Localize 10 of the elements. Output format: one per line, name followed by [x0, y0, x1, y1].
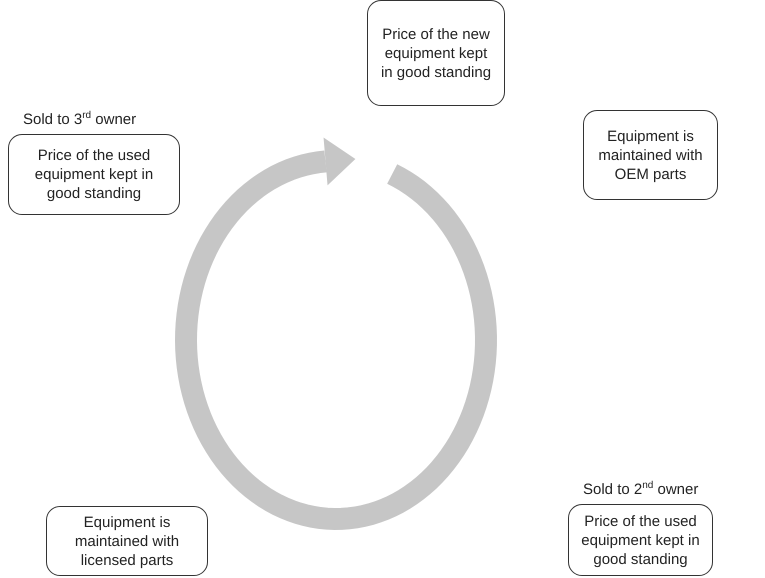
rounded-box: [583, 110, 718, 200]
rounded-box: [46, 506, 208, 576]
box-text: Equipment is maintained with OEM parts: [597, 126, 704, 184]
owner-heading: Sold to 3$^{rd}$ owner: [23, 111, 136, 128]
box-text: Price of the new equipment kept in good standing: [380, 24, 492, 82]
box-text: Price of the used equipment kept in good standing: [34, 146, 154, 203]
box-text: Equipment is maintained with licensed parts: [74, 512, 180, 570]
box-text: Price of the used equipment kept in good standing: [580, 512, 701, 568]
owner-heading: Sold to 2$^{nd}$ owner: [583, 481, 698, 498]
rounded-box: [367, 0, 505, 106]
